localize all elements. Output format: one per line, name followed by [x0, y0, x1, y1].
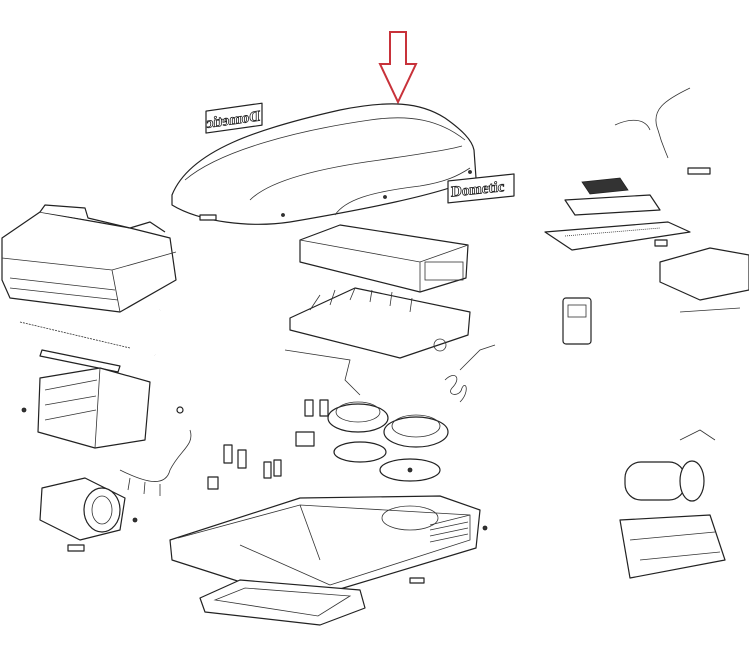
air-filters — [564, 177, 661, 216]
partition-panel — [289, 287, 471, 359]
pointer-arrow-icon — [378, 31, 418, 105]
evaporator-coil — [21, 367, 184, 449]
evaporator-housing — [1, 204, 177, 313]
drain-tubes — [153, 309, 215, 368]
capacitors — [207, 399, 329, 490]
thermostat-cable — [614, 87, 711, 175]
compressor-assembly — [619, 429, 726, 579]
ceiling-gasket — [199, 577, 425, 626]
remote-control — [562, 297, 592, 345]
side-badge-mirrored: Dometic — [205, 102, 263, 134]
svg-text:Dometic: Dometic — [451, 179, 505, 201]
ceiling-grille — [544, 221, 691, 251]
fan-assemblies — [327, 401, 449, 482]
capillary-coil — [284, 344, 496, 403]
blower-motor — [39, 477, 138, 552]
shroud-cover — [171, 103, 477, 225]
front-badge: Dometic — [447, 173, 515, 204]
ceiling-assembly-partial — [659, 247, 749, 313]
spring-and-bracket — [19, 321, 131, 373]
base-pan — [169, 495, 488, 593]
control-box — [299, 224, 469, 293]
wiring-harness — [119, 429, 192, 496]
